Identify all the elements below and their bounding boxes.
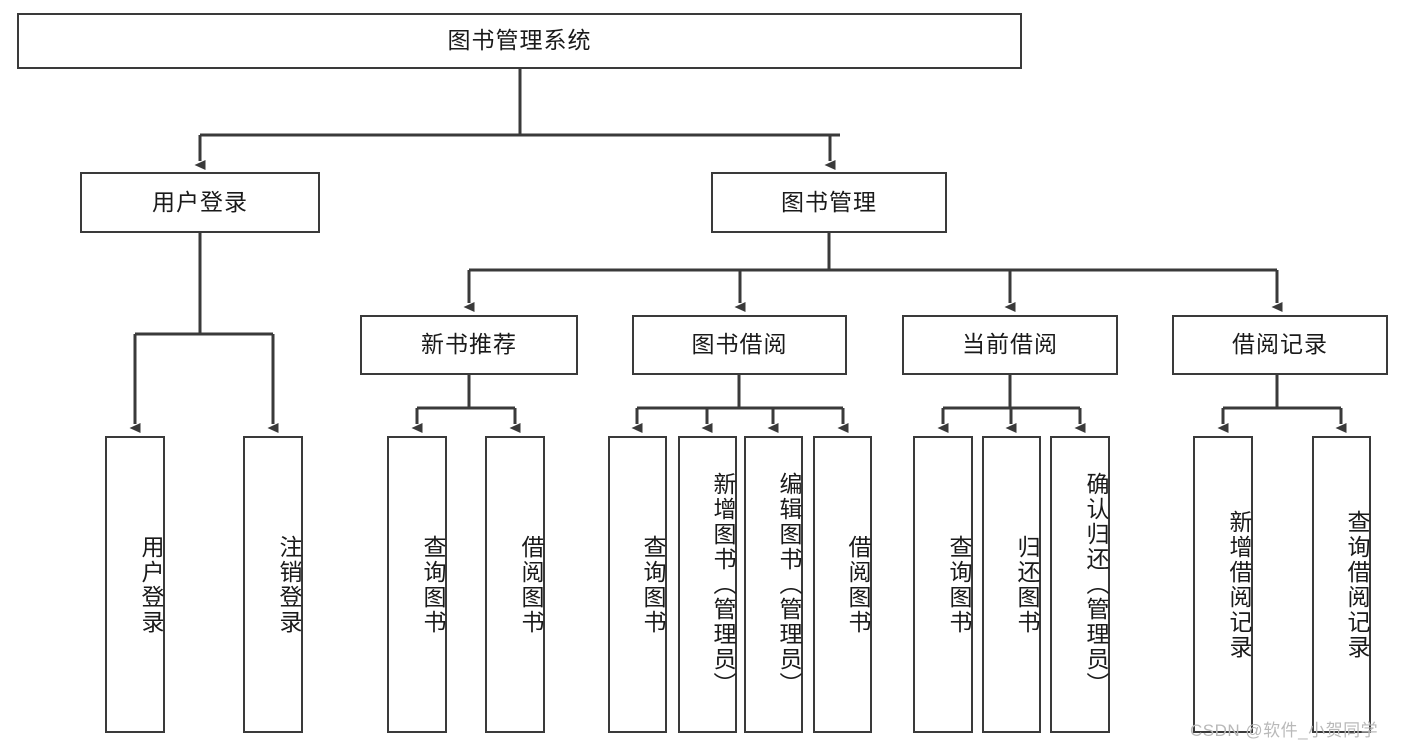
node-new-book-recommend[interactable]: 新书推荐 xyxy=(360,315,578,375)
leaf-node[interactable]: 查询图书 xyxy=(913,436,973,733)
node-book-management[interactable]: 图书管理 xyxy=(711,172,947,233)
node-root[interactable]: 图书管理系统 xyxy=(17,13,1022,69)
leaf-node[interactable]: 查询图书 xyxy=(608,436,667,733)
node-book-borrow[interactable]: 图书借阅 xyxy=(632,315,847,375)
leaf-node-label: 新增图书（管理员） xyxy=(710,472,736,697)
leaf-node-label: 借阅图书 xyxy=(845,534,871,635)
leaf-node[interactable]: 归还图书 xyxy=(982,436,1041,733)
leaf-node-label: 新增借阅记录 xyxy=(1226,509,1252,660)
leaf-node-label: 归还图书 xyxy=(1014,534,1040,635)
leaf-node[interactable]: 注销登录 xyxy=(243,436,303,733)
watermark: CSDN @软件_小贺同学 xyxy=(1190,721,1379,740)
leaf-node-label: 查询图书 xyxy=(946,534,972,635)
node-current-borrow[interactable]: 当前借阅 xyxy=(902,315,1118,375)
leaf-node-label: 编辑图书（管理员） xyxy=(776,472,802,697)
leaf-node-label: 确认归还（管理员） xyxy=(1083,472,1109,697)
leaf-node[interactable]: 新增借阅记录 xyxy=(1193,436,1253,733)
leaf-node[interactable]: 借阅图书 xyxy=(813,436,872,733)
leaf-node[interactable]: 新增图书（管理员） xyxy=(678,436,737,733)
leaf-node[interactable]: 查询图书 xyxy=(387,436,447,733)
node-user-login[interactable]: 用户登录 xyxy=(80,172,320,233)
leaf-node-label: 查询借阅记录 xyxy=(1344,509,1370,660)
leaf-node[interactable]: 确认归还（管理员） xyxy=(1050,436,1110,733)
leaf-node-label: 查询图书 xyxy=(640,534,666,635)
leaf-node[interactable]: 用户登录 xyxy=(105,436,165,733)
leaf-node-label: 注销登录 xyxy=(276,534,302,635)
leaf-node[interactable]: 查询借阅记录 xyxy=(1312,436,1371,733)
node-borrow-record[interactable]: 借阅记录 xyxy=(1172,315,1388,375)
leaf-node-label: 查询图书 xyxy=(420,534,446,635)
leaf-node-label: 用户登录 xyxy=(138,534,164,635)
leaf-node[interactable]: 编辑图书（管理员） xyxy=(744,436,803,733)
leaf-node[interactable]: 借阅图书 xyxy=(485,436,545,733)
leaf-node-label: 借阅图书 xyxy=(518,534,544,635)
